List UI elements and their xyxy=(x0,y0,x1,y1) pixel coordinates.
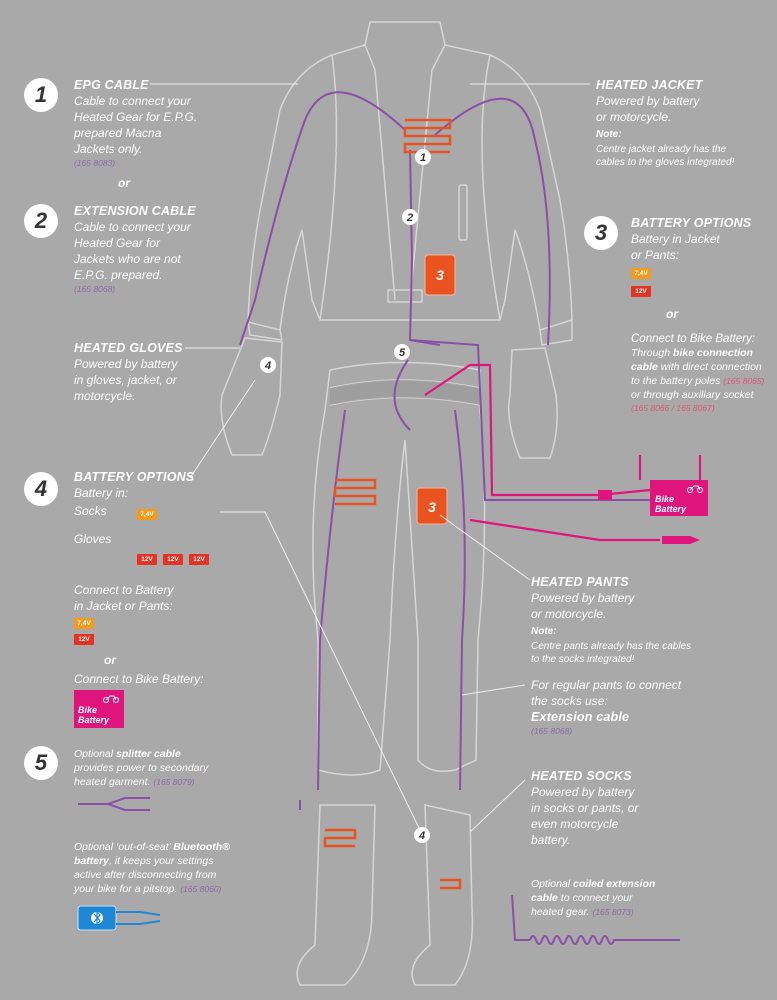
battery-12v-jacket: 12V xyxy=(631,286,651,297)
bike-battery-icon: Bike Battery xyxy=(74,690,124,728)
step-3-badge: 3 xyxy=(584,216,618,250)
jacket-battery-label: 3 xyxy=(436,267,444,283)
step-5-badge: 5 xyxy=(24,746,58,780)
heated-gloves-block: HEATED GLOVES Powered by battery in glov… xyxy=(74,340,234,404)
fuse-icon xyxy=(598,490,612,500)
diagram-callout-5: 5 xyxy=(394,344,410,360)
battery-12v-gloves-1: 12V xyxy=(137,554,157,565)
heater-elements xyxy=(323,118,462,890)
bike-connection-block: Connect to Bike Battery: Through bike co… xyxy=(631,333,765,413)
cable-routing xyxy=(239,91,650,810)
waistband-hatch xyxy=(330,380,480,405)
heated-jacket-block: HEATED JACKET Powered by battery or moto… xyxy=(596,77,771,169)
or-label-1: or xyxy=(118,176,130,190)
coiled-cable-icon xyxy=(511,894,680,945)
gloves-label: Gloves xyxy=(74,532,112,546)
heated-jacket-title: HEATED JACKET xyxy=(596,78,703,92)
diagram-callout-4-glove: 4 xyxy=(260,357,276,373)
diagram-callout-4-sock: 4 xyxy=(414,827,430,843)
svg-text:4: 4 xyxy=(418,830,425,842)
car-plug-icon xyxy=(662,536,700,544)
heated-pants-block: HEATED PANTS Powered by battery or motor… xyxy=(531,574,731,666)
extension-cable-code: (165 8068) xyxy=(74,284,116,294)
epg-cable-code: (165 8083) xyxy=(74,158,116,168)
diagram-callout-2: 2 xyxy=(402,209,418,225)
step-1-badge: 1 xyxy=(24,78,58,112)
splitter-cable-icon xyxy=(78,797,150,811)
battery-12v-gloves-3: 12V xyxy=(189,554,209,565)
pants-outline xyxy=(312,361,486,776)
epg-cable-block: EPG CABLE Cable to connect your Heated G… xyxy=(74,77,234,169)
heated-pants-title: HEATED PANTS xyxy=(531,575,629,589)
step-2-badge: 2 xyxy=(24,204,58,238)
diagram-callout-1: 1 xyxy=(415,149,431,165)
svg-text:1: 1 xyxy=(420,152,426,164)
jacket-battery-icon xyxy=(424,254,456,296)
heated-socks-block: HEATED SOCKS Powered by battery in socks… xyxy=(531,768,731,848)
battery-options-3-title: BATTERY OPTIONS xyxy=(631,216,752,230)
bluetooth-icon xyxy=(77,905,161,931)
battery-options-4-title: BATTERY OPTIONS xyxy=(74,470,195,484)
motorcycle-icon xyxy=(103,695,119,703)
battery-7v-socks: 7,4V xyxy=(137,509,157,520)
battery-7v-jp: 7,4V xyxy=(74,618,94,629)
svg-text:2: 2 xyxy=(406,212,413,224)
svg-text:5: 5 xyxy=(399,347,406,359)
battery-options-3-block: BATTERY OPTIONS Battery in Jacket or Pan… xyxy=(631,215,771,263)
extension-cable-title: EXTENSION CABLE xyxy=(74,204,196,218)
splitter-block: Optional splitter cable provides power t… xyxy=(74,748,209,788)
svg-text:4: 4 xyxy=(264,360,271,372)
leader-lines xyxy=(150,83,590,833)
coiled-cable-block: Optional coiled extension cable to conne… xyxy=(531,878,656,918)
or-label-3: or xyxy=(666,307,678,321)
socks-label: Socks xyxy=(74,504,107,518)
battery-12v-jp: 12V xyxy=(74,634,94,645)
gloves-outline xyxy=(220,337,558,459)
epg-cable-title: EPG CABLE xyxy=(74,78,149,92)
connect-bike-battery-label: Connect to Bike Battery: xyxy=(74,672,204,686)
bluetooth-block: Optional ‘out-of-seat’ Bluetooth® batter… xyxy=(74,841,230,895)
or-label-4: or xyxy=(104,653,116,667)
bike-battery-main-icon: Bike Battery xyxy=(650,480,708,516)
battery-12v-gloves-2: 12V xyxy=(163,554,183,565)
connect-jacket-pants-block: Connect to Battery in Jacket or Pants: xyxy=(74,583,174,613)
battery-options-4-block: BATTERY OPTIONS Battery in: xyxy=(74,469,244,501)
pants-battery-label: 3 xyxy=(428,499,436,515)
pants-battery-icon xyxy=(416,487,448,525)
heated-gloves-title: HEATED GLOVES xyxy=(74,341,183,355)
regular-pants-block: For regular pants to connect the socks u… xyxy=(531,678,682,736)
battery-7v-jacket: 7,4V xyxy=(631,268,651,279)
extension-cable-block: EXTENSION CABLE Cable to connect your He… xyxy=(74,203,244,295)
step-4-badge: 4 xyxy=(24,472,58,506)
socks-outline xyxy=(296,804,474,986)
motorcycle-icon xyxy=(687,485,703,493)
heated-socks-title: HEATED SOCKS xyxy=(531,769,632,783)
